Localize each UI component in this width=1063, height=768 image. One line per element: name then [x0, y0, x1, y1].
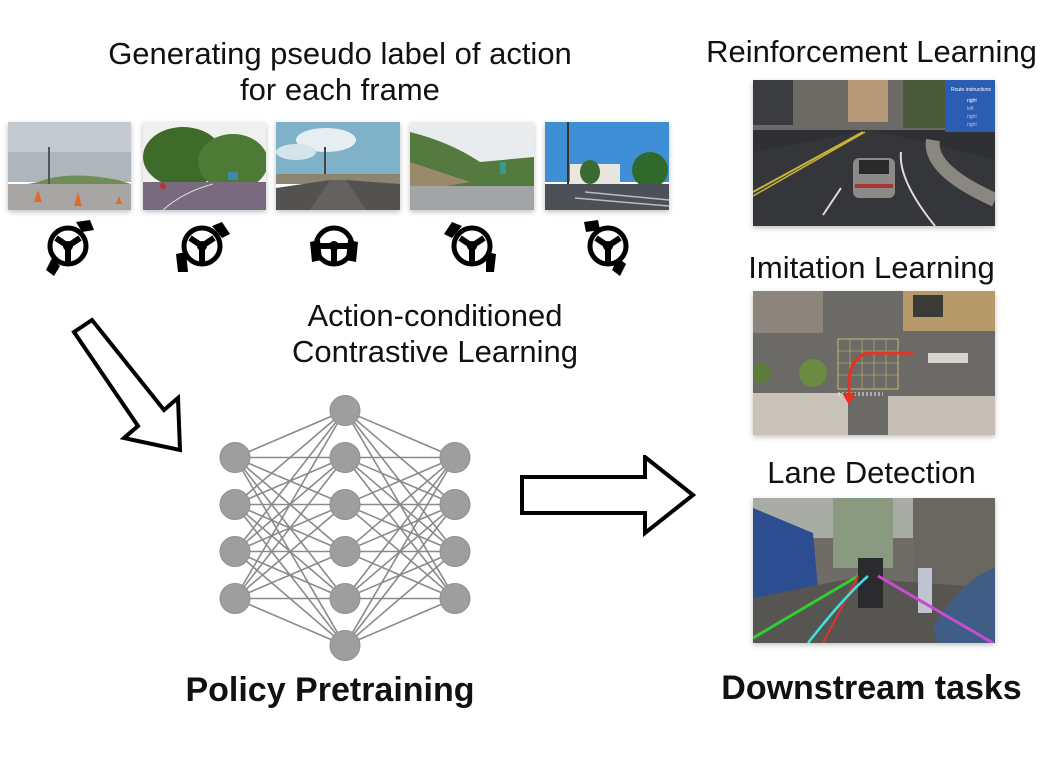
steering-wheel-icon-right-1 [176, 222, 230, 272]
trajectory-path [847, 351, 913, 395]
network-edge [234, 410, 346, 599]
frame-thumbnail-5 [545, 122, 669, 210]
network-node-layer-1 [219, 442, 251, 473]
frames-heading-line2: for each frame [240, 72, 440, 107]
task-image-imitation-learning [753, 291, 995, 435]
task-label-imitation-learning: Imitation Learning [748, 250, 995, 285]
frame-thumbnail-2 [143, 122, 266, 210]
policy-pretraining-caption: Policy Pretraining [185, 671, 475, 709]
network-edge [234, 409, 346, 506]
frame-thumbnail-4 [410, 122, 534, 210]
network-node-layer-1 [219, 536, 251, 567]
network-node-layer-2 [329, 395, 361, 426]
steering-wheel-icon-right-2 [584, 220, 629, 276]
method-label: Action-conditioned Contrastive Learning [230, 298, 640, 370]
network-edge [344, 550, 456, 647]
route-instruction-1: right [967, 98, 977, 104]
route-instruction-2: left [967, 106, 974, 112]
network-edge [234, 409, 346, 459]
network-edge [234, 503, 346, 600]
route-instructions-title: Route instructions [951, 87, 992, 93]
steering-wheel-icon-left-1 [46, 220, 94, 276]
frame-thumbnail-3 [276, 122, 400, 210]
network-node-layer-2 [329, 536, 361, 567]
network-node-layer-3 [439, 489, 471, 520]
task-label-lane-detection: Lane Detection [767, 455, 976, 490]
network-node-layer-3 [439, 536, 471, 567]
task-image-reinforcement-learning: Route instructions right left right righ… [753, 80, 995, 226]
frame-thumbnail-1 [8, 122, 131, 210]
steering-wheel-icon-straight [310, 225, 358, 267]
network-node-layer-3 [439, 442, 471, 473]
downstream-tasks-caption: Downstream tasks [721, 669, 1022, 707]
task-image-lane-detection [753, 498, 995, 643]
task-label-reinforcement-learning: Reinforcement Learning [706, 34, 1037, 69]
network-edge [234, 597, 346, 647]
diagonal-arrow-icon [71, 317, 183, 453]
neural-network-diagram [219, 395, 471, 661]
network-node-layer-1 [219, 583, 251, 614]
network-edge [344, 409, 456, 459]
frames-heading-line1: Generating pseudo label of action [108, 36, 572, 71]
network-edge [234, 457, 346, 599]
route-instruction-4: right [967, 122, 977, 128]
frames-heading: Generating pseudo label of action for ea… [40, 36, 640, 108]
network-node-layer-2 [329, 442, 361, 473]
method-label-line2: Contrastive Learning [291, 334, 579, 369]
route-instruction-3: right [967, 114, 977, 120]
network-node-layer-2 [329, 583, 361, 614]
network-edge [344, 597, 456, 647]
network-edge [234, 410, 346, 552]
network-node-layer-2 [329, 630, 361, 661]
right-arrow-icon [520, 455, 697, 538]
network-edge [234, 550, 346, 600]
network-edge [344, 457, 456, 599]
steering-wheel-icon-left-2 [444, 222, 496, 272]
network-node-layer-2 [329, 489, 361, 520]
network-node-layer-3 [439, 583, 471, 614]
method-label-line1: Action-conditioned [307, 298, 563, 333]
network-edge [344, 456, 456, 553]
network-edge [344, 504, 456, 646]
network-edge [344, 457, 456, 646]
network-edge [344, 456, 456, 506]
network-node-layer-1 [219, 489, 251, 520]
